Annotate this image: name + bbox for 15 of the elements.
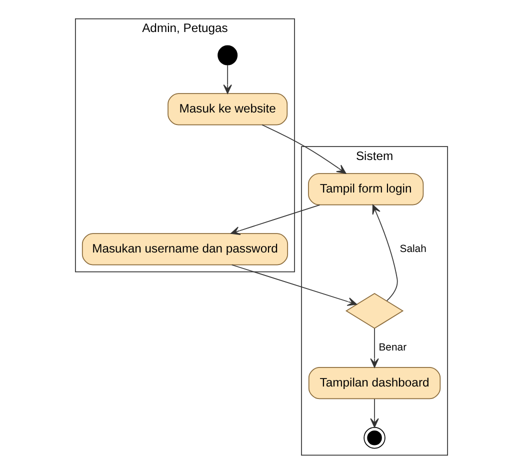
- arrow: [222, 64, 232, 94]
- arrow: [261, 124, 346, 174]
- node-box: Masuk ke website: [167, 93, 288, 126]
- node-circle: [217, 45, 238, 66]
- node-box: Tampilan dashboard: [308, 366, 440, 400]
- node-circle: [363, 426, 385, 449]
- node-box: Masukan username dan password: [81, 233, 288, 266]
- arrow: [230, 264, 357, 306]
- arrow: [230, 204, 320, 235]
- arrow: [372, 204, 398, 302]
- node-box: Tampil form login: [308, 173, 424, 206]
- edge-label: Benar: [378, 342, 406, 354]
- arrow: [370, 328, 378, 368]
- edge-label: Salah: [399, 244, 426, 255]
- arrow: [370, 398, 378, 428]
